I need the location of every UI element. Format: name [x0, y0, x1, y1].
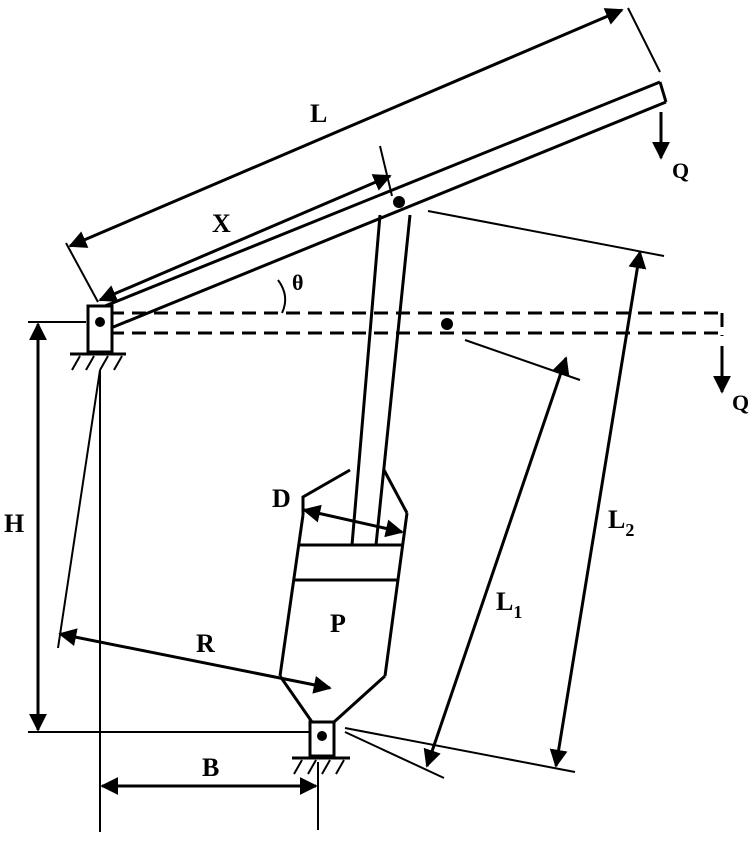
inclined-boom	[99, 80, 668, 332]
angle-theta: θ	[277, 270, 303, 314]
label-H: H	[4, 509, 24, 538]
dimension-X: X	[98, 145, 393, 302]
bottom-pivot-support	[292, 720, 350, 775]
boom-joint-inclined	[393, 196, 405, 208]
dimension-L2: L2	[344, 210, 665, 773]
label-Q-right: Q	[732, 390, 749, 415]
label-D: D	[272, 484, 291, 513]
dimension-B: B	[100, 753, 319, 830]
horizontal-boom	[110, 311, 725, 336]
load-Q-top: Q	[652, 112, 689, 183]
dimension-R: R	[57, 369, 332, 694]
label-R: R	[196, 629, 215, 658]
label-theta: θ	[292, 270, 303, 295]
boom-joint-horizontal	[441, 318, 453, 330]
label-B: B	[202, 753, 219, 782]
dimension-L1: L1	[344, 339, 581, 779]
top-pivot-support	[70, 304, 126, 371]
label-P: P	[330, 609, 346, 638]
label-L: L	[310, 99, 327, 128]
load-Q-right: Q	[713, 346, 749, 415]
dimension-H: H	[4, 321, 310, 733]
dimension-D: D	[272, 484, 404, 538]
label-L2: L2	[608, 505, 634, 540]
label-Q-top: Q	[672, 158, 689, 183]
label-X: X	[212, 209, 231, 238]
dimension-L: L	[65, 7, 661, 303]
label-L1: L1	[496, 587, 522, 622]
